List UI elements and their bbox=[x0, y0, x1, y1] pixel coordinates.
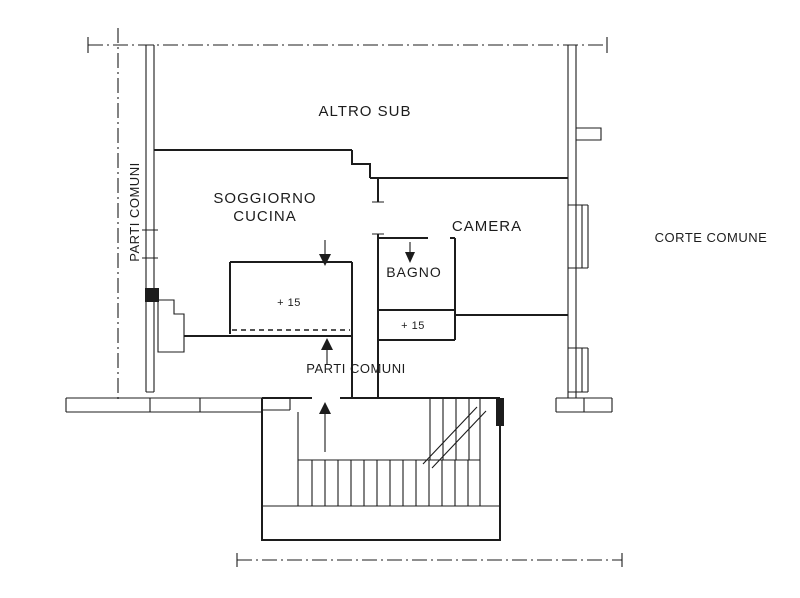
wall-left-flue bbox=[157, 299, 185, 353]
arrow-soggiorno-head bbox=[319, 254, 331, 266]
stair-treads-upper bbox=[429, 398, 470, 460]
room-label-cucina: CUCINA bbox=[233, 208, 297, 225]
landing-walls bbox=[65, 397, 613, 413]
wall-bottom-left-stub bbox=[65, 397, 262, 413]
window-camera bbox=[568, 204, 589, 269]
level-mark-soggiorno: + 15 bbox=[277, 297, 301, 309]
boundary-bottom-ticks bbox=[236, 553, 623, 567]
direction-arrows bbox=[319, 240, 415, 452]
stair-enclosure bbox=[261, 397, 501, 541]
level-mark-bagno: + 15 bbox=[401, 320, 425, 332]
wall-bagno bbox=[378, 237, 456, 341]
label-altro-sub: ALTRO SUB bbox=[319, 103, 412, 120]
arrow-bagno-head bbox=[405, 252, 415, 263]
stair-newel-pier bbox=[496, 398, 504, 426]
wall-left-window-ticks bbox=[142, 229, 158, 259]
labels: ALTRO SUB SOGGIORNO CUCINA CAMERA BAGNO … bbox=[127, 103, 767, 376]
wall-right-lines bbox=[567, 44, 577, 398]
exterior-wall-left bbox=[142, 44, 185, 393]
room-label-bagno: BAGNO bbox=[386, 264, 442, 280]
apartment-walls bbox=[154, 149, 568, 398]
stair-break-line bbox=[422, 406, 487, 469]
wall-top-step bbox=[351, 150, 371, 178]
boundary-top-ticks bbox=[87, 37, 608, 53]
stair-rails bbox=[262, 398, 500, 507]
room-label-camera: CAMERA bbox=[452, 218, 522, 235]
wall-right-top-bracket bbox=[576, 127, 602, 141]
room-label-soggiorno: SOGGIORNO bbox=[213, 190, 316, 207]
door-jambs-soggiorno-camera bbox=[372, 201, 384, 235]
wall-soggiorno-zone bbox=[184, 261, 352, 337]
stair-treads-lower bbox=[311, 460, 469, 506]
label-corte-comune: CORTE COMUNE bbox=[655, 230, 768, 245]
wall-bottom-right-stub bbox=[555, 397, 613, 413]
wall-left-pier bbox=[145, 288, 159, 302]
label-parti-comuni-left: PARTI COMUNI bbox=[127, 162, 142, 261]
stair-top-notch bbox=[262, 398, 291, 411]
staircase bbox=[261, 397, 504, 541]
label-parti-comuni-bottom: PARTI COMUNI bbox=[306, 361, 405, 376]
window-lower bbox=[568, 347, 589, 393]
boundary-lines bbox=[87, 28, 623, 567]
arrow-corridor-head bbox=[321, 338, 333, 350]
wall-corridor bbox=[351, 262, 379, 398]
wall-left-lines bbox=[145, 44, 155, 393]
arrow-stairs-head bbox=[319, 402, 331, 414]
exterior-wall-right bbox=[567, 44, 602, 398]
